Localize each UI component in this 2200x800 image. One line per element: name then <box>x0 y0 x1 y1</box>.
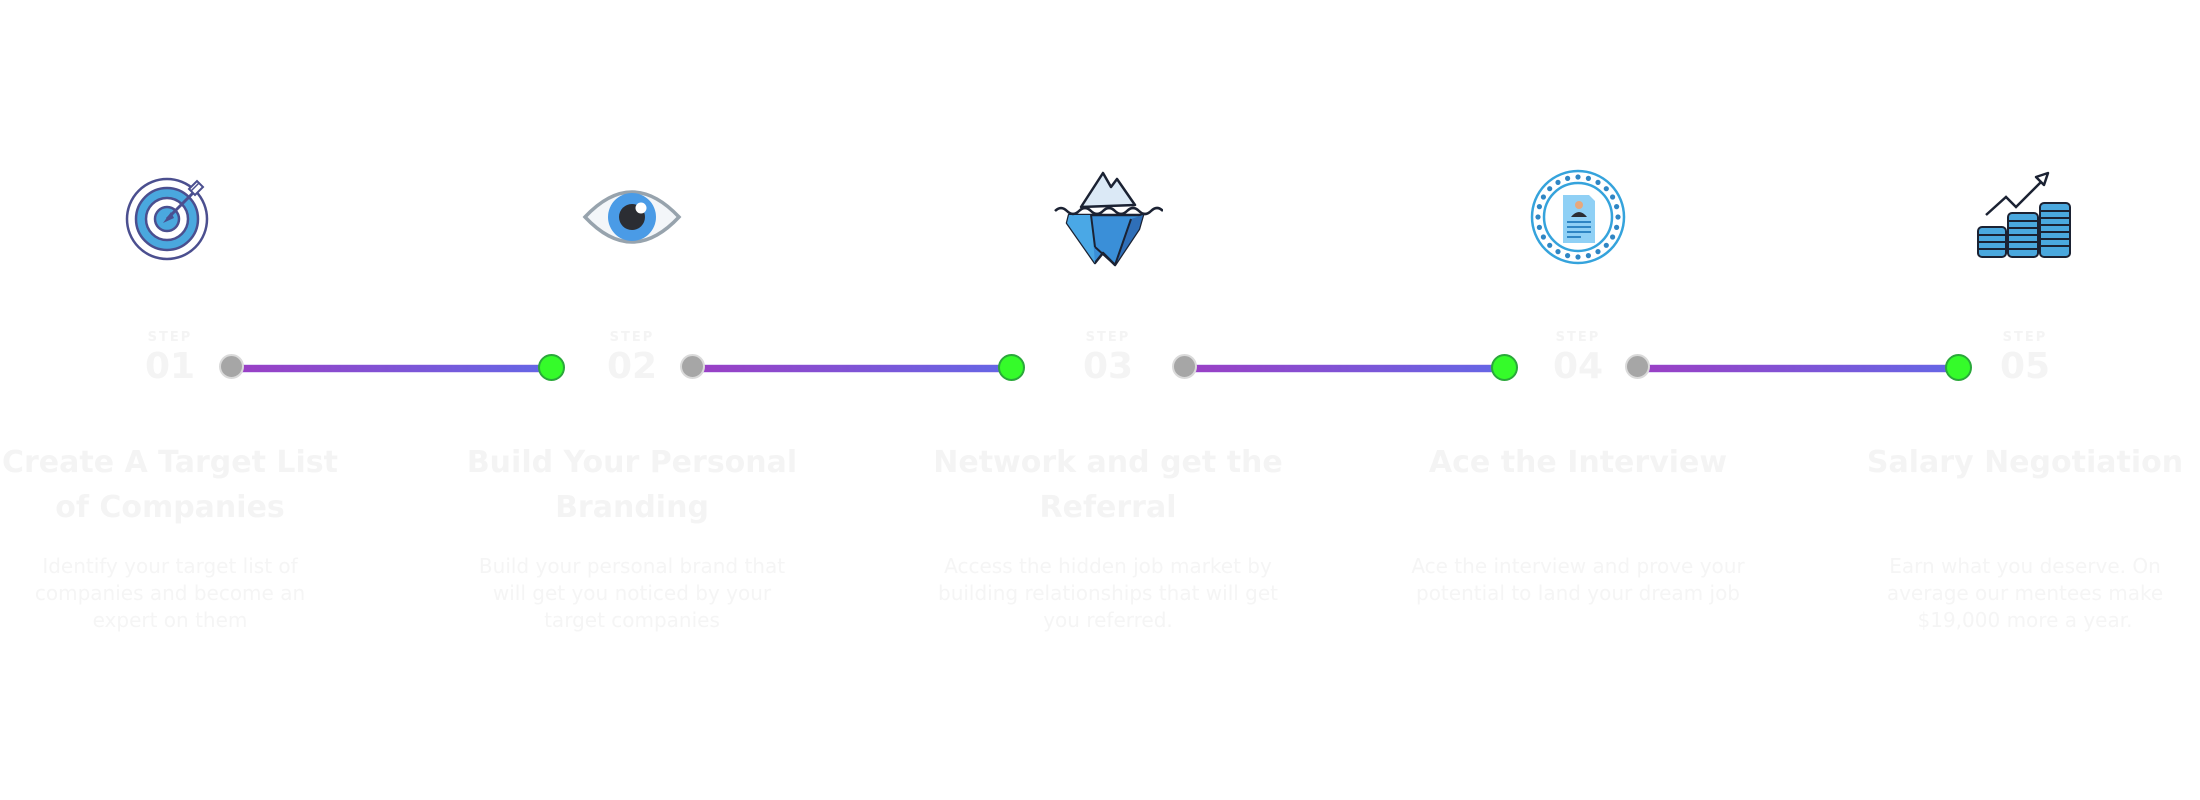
target-icon <box>115 165 225 270</box>
connector-1-2 <box>219 350 565 386</box>
step-label: STEP <box>1085 330 1131 345</box>
step-number: 05 <box>1999 346 2051 387</box>
step-description: Ace the interview and prove your potenti… <box>1411 554 1745 605</box>
step-number: 03 <box>1082 346 1134 387</box>
node-end[interactable] <box>998 354 1025 381</box>
connector-bar <box>233 365 551 372</box>
step-title: Create A Target List of Companies <box>1 445 339 525</box>
step-title: Build Your Personal Branding <box>466 445 798 525</box>
step-label: STEP <box>1555 330 1601 345</box>
iceberg-icon <box>1053 165 1163 270</box>
step-description: Access the hidden job market by building… <box>938 554 1278 632</box>
step-number: 02 <box>606 346 658 387</box>
step-number: 01 <box>144 346 196 387</box>
node-start[interactable] <box>219 354 244 379</box>
step-4: STEP 04 Ace the Interview Ace the interv… <box>1358 0 1798 800</box>
step-5: STEP 05 Salary Negotiation Earn what you… <box>1805 0 2200 800</box>
step-title: Salary Negotiation <box>1866 445 2184 480</box>
step-title: Network and get the Referral <box>933 445 1283 525</box>
step-description: Earn what you deserve. On average our me… <box>1886 554 2164 632</box>
step-number: 04 <box>1552 346 1604 387</box>
step-label: STEP <box>2002 330 2048 345</box>
connector-bar <box>1639 365 1958 372</box>
step-label: STEP <box>147 330 193 345</box>
connector-bar <box>1186 365 1504 372</box>
node-start[interactable] <box>680 354 705 379</box>
step-label: STEP <box>609 330 655 345</box>
resume-badge-icon <box>1523 165 1633 270</box>
connector-2-3 <box>680 350 1025 386</box>
connector-4-5 <box>1625 350 1972 386</box>
step-title: Ace the Interview <box>1428 445 1728 480</box>
step-2: STEP 02 Build Your Personal Branding Bui… <box>412 0 852 800</box>
coins-growth-icon <box>1970 165 2080 270</box>
step-description: Identify your target list of companies a… <box>34 554 306 632</box>
node-end[interactable] <box>1945 354 1972 381</box>
node-start[interactable] <box>1172 354 1197 379</box>
node-start[interactable] <box>1625 354 1650 379</box>
node-end[interactable] <box>538 354 565 381</box>
connector-3-4 <box>1172 350 1518 386</box>
step-3: STEP 03 Network and get the Referral Acc… <box>888 0 1328 800</box>
node-end[interactable] <box>1491 354 1518 381</box>
step-description: Build your personal brand that will get … <box>478 554 786 632</box>
step-1: STEP 01 Create A Target List of Companie… <box>0 0 390 800</box>
connector-bar <box>694 365 1011 372</box>
eye-icon <box>577 165 687 270</box>
